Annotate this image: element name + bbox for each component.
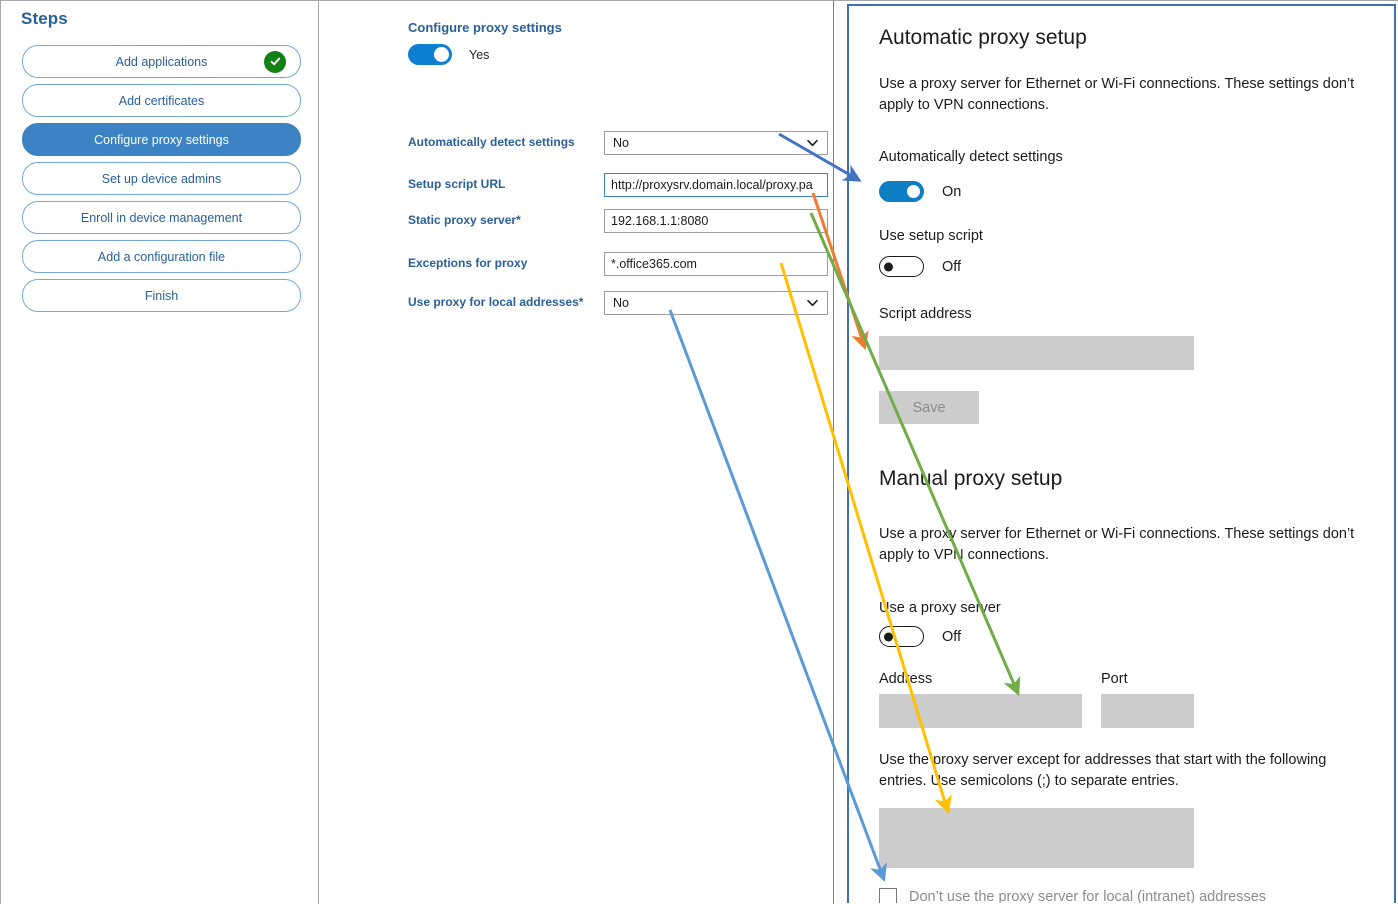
field-control: *.office365.com bbox=[604, 252, 828, 276]
field-control: No bbox=[604, 291, 828, 315]
step-label: Enroll in device management bbox=[80, 210, 243, 225]
step-item-add-a-configuration-file[interactable]: Add a configuration file bbox=[22, 240, 301, 273]
save-button[interactable]: Save bbox=[879, 391, 979, 424]
form-heading: Configure proxy settings bbox=[408, 20, 562, 35]
address-label: Address bbox=[879, 671, 933, 687]
use-a-proxy-server-toggle-row: Off bbox=[879, 626, 961, 647]
step-label: Finish bbox=[144, 288, 179, 303]
toggle-knob bbox=[907, 185, 920, 198]
field-row-static-proxy-server: Static proxy server* 192.168.1.1:8080 bbox=[408, 209, 828, 233]
script-address-input[interactable] bbox=[879, 336, 1194, 370]
field-row-automatically-detect-settings: Automatically detect settings No bbox=[408, 131, 828, 155]
field-control: No bbox=[604, 131, 828, 155]
automatically-detect-settings-toggle-row: On bbox=[879, 181, 961, 202]
configure-proxy-toggle[interactable] bbox=[408, 44, 452, 65]
manual-proxy-setup-heading: Manual proxy setup bbox=[879, 467, 1063, 490]
use-setup-script-state: Off bbox=[942, 258, 962, 275]
script-address-label: Script address bbox=[879, 306, 972, 322]
input-value: 192.168.1.1:8080 bbox=[611, 214, 709, 228]
step-label: Add applications bbox=[115, 54, 208, 69]
address-input[interactable] bbox=[879, 694, 1082, 728]
configure-proxy-toggle-row: Yes bbox=[408, 44, 489, 65]
field-control: http://proxysrv.domain.local/proxy.pa bbox=[604, 173, 828, 197]
step-label: Set up device admins bbox=[101, 171, 222, 186]
step-item-finish[interactable]: Finish bbox=[22, 279, 301, 312]
automatically-detect-settings-toggle[interactable] bbox=[879, 181, 924, 202]
windows-proxy-settings-panel: Automatic proxy setup Use a proxy server… bbox=[847, 4, 1396, 903]
chevron-down-icon bbox=[806, 137, 819, 150]
field-control: 192.168.1.1:8080 bbox=[604, 209, 828, 233]
field-label: Automatically detect settings bbox=[408, 135, 575, 149]
port-label: Port bbox=[1101, 671, 1128, 687]
bypass-local-addresses-label: Don’t use the proxy server for local (in… bbox=[909, 889, 1267, 903]
use-proxy-for-local-addresses-select[interactable]: No bbox=[604, 291, 828, 315]
automatically-detect-settings-state: On bbox=[942, 183, 962, 200]
field-label: Use proxy for local addresses* bbox=[408, 295, 584, 309]
automatic-proxy-setup-description: Use a proxy server for Ethernet or Wi-Fi… bbox=[879, 76, 1355, 114]
check-circle-icon bbox=[264, 50, 286, 73]
use-setup-script-toggle[interactable] bbox=[879, 256, 924, 277]
exceptions-textarea[interactable] bbox=[879, 808, 1194, 868]
steps-panel: Steps Add applications Add certificates … bbox=[1, 1, 319, 904]
step-item-configure-proxy-settings[interactable]: Configure proxy settings bbox=[22, 123, 301, 156]
step-item-enroll-in-device-management[interactable]: Enroll in device management bbox=[22, 201, 301, 234]
automatically-detect-settings-select[interactable]: No bbox=[604, 131, 828, 155]
use-a-proxy-server-label: Use a proxy server bbox=[879, 600, 1001, 616]
step-item-set-up-device-admins[interactable]: Set up device admins bbox=[22, 162, 301, 195]
static-proxy-server-input[interactable]: 192.168.1.1:8080 bbox=[604, 209, 828, 233]
automatic-proxy-setup-heading: Automatic proxy setup bbox=[879, 26, 1087, 49]
exceptions-description: Use the proxy server except for addresse… bbox=[879, 752, 1327, 790]
field-label: Exceptions for proxy bbox=[408, 256, 528, 270]
use-a-proxy-server-toggle[interactable] bbox=[879, 626, 924, 647]
automatically-detect-settings-label: Automatically detect settings bbox=[879, 149, 1063, 165]
setup-script-url-input[interactable]: http://proxysrv.domain.local/proxy.pa bbox=[604, 173, 828, 197]
chevron-down-icon bbox=[806, 297, 819, 310]
field-row-exceptions-for-proxy: Exceptions for proxy *.office365.com bbox=[408, 252, 828, 276]
checkbox-icon[interactable] bbox=[879, 888, 897, 903]
input-value: *.office365.com bbox=[611, 257, 697, 271]
field-label: Setup script URL bbox=[408, 177, 506, 191]
toggle-knob bbox=[884, 632, 893, 641]
field-label: Static proxy server* bbox=[408, 213, 521, 227]
input-value: http://proxysrv.domain.local/proxy.pa bbox=[611, 178, 813, 192]
toggle-knob bbox=[884, 262, 893, 271]
bypass-local-addresses-row[interactable]: Don’t use the proxy server for local (in… bbox=[879, 888, 1266, 903]
manual-proxy-setup-description: Use a proxy server for Ethernet or Wi-Fi… bbox=[879, 526, 1355, 564]
use-setup-script-toggle-row: Off bbox=[879, 256, 961, 277]
select-value: No bbox=[613, 136, 629, 150]
field-row-setup-script-url: Setup script URL http://proxysrv.domain.… bbox=[408, 173, 828, 197]
select-value: No bbox=[613, 296, 629, 310]
steps-list: Add applications Add certificates Config… bbox=[22, 45, 301, 318]
step-label: Configure proxy settings bbox=[94, 132, 229, 147]
exceptions-for-proxy-input[interactable]: *.office365.com bbox=[604, 252, 828, 276]
configure-proxy-toggle-label: Yes bbox=[469, 47, 490, 62]
use-a-proxy-server-state: Off bbox=[942, 628, 962, 645]
use-setup-script-label: Use setup script bbox=[879, 228, 983, 244]
steps-panel-title: Steps bbox=[21, 9, 68, 28]
step-label: Add certificates bbox=[118, 93, 205, 108]
toggle-knob bbox=[434, 47, 449, 62]
step-item-add-certificates[interactable]: Add certificates bbox=[22, 84, 301, 117]
field-row-use-proxy-for-local-addresses: Use proxy for local addresses* No bbox=[408, 291, 828, 315]
step-item-add-applications[interactable]: Add applications bbox=[22, 45, 301, 78]
port-input[interactable] bbox=[1101, 694, 1194, 728]
step-label: Add a configuration file bbox=[97, 249, 226, 264]
proxy-form-panel: Configure proxy settings Yes Automatical… bbox=[320, 1, 834, 904]
